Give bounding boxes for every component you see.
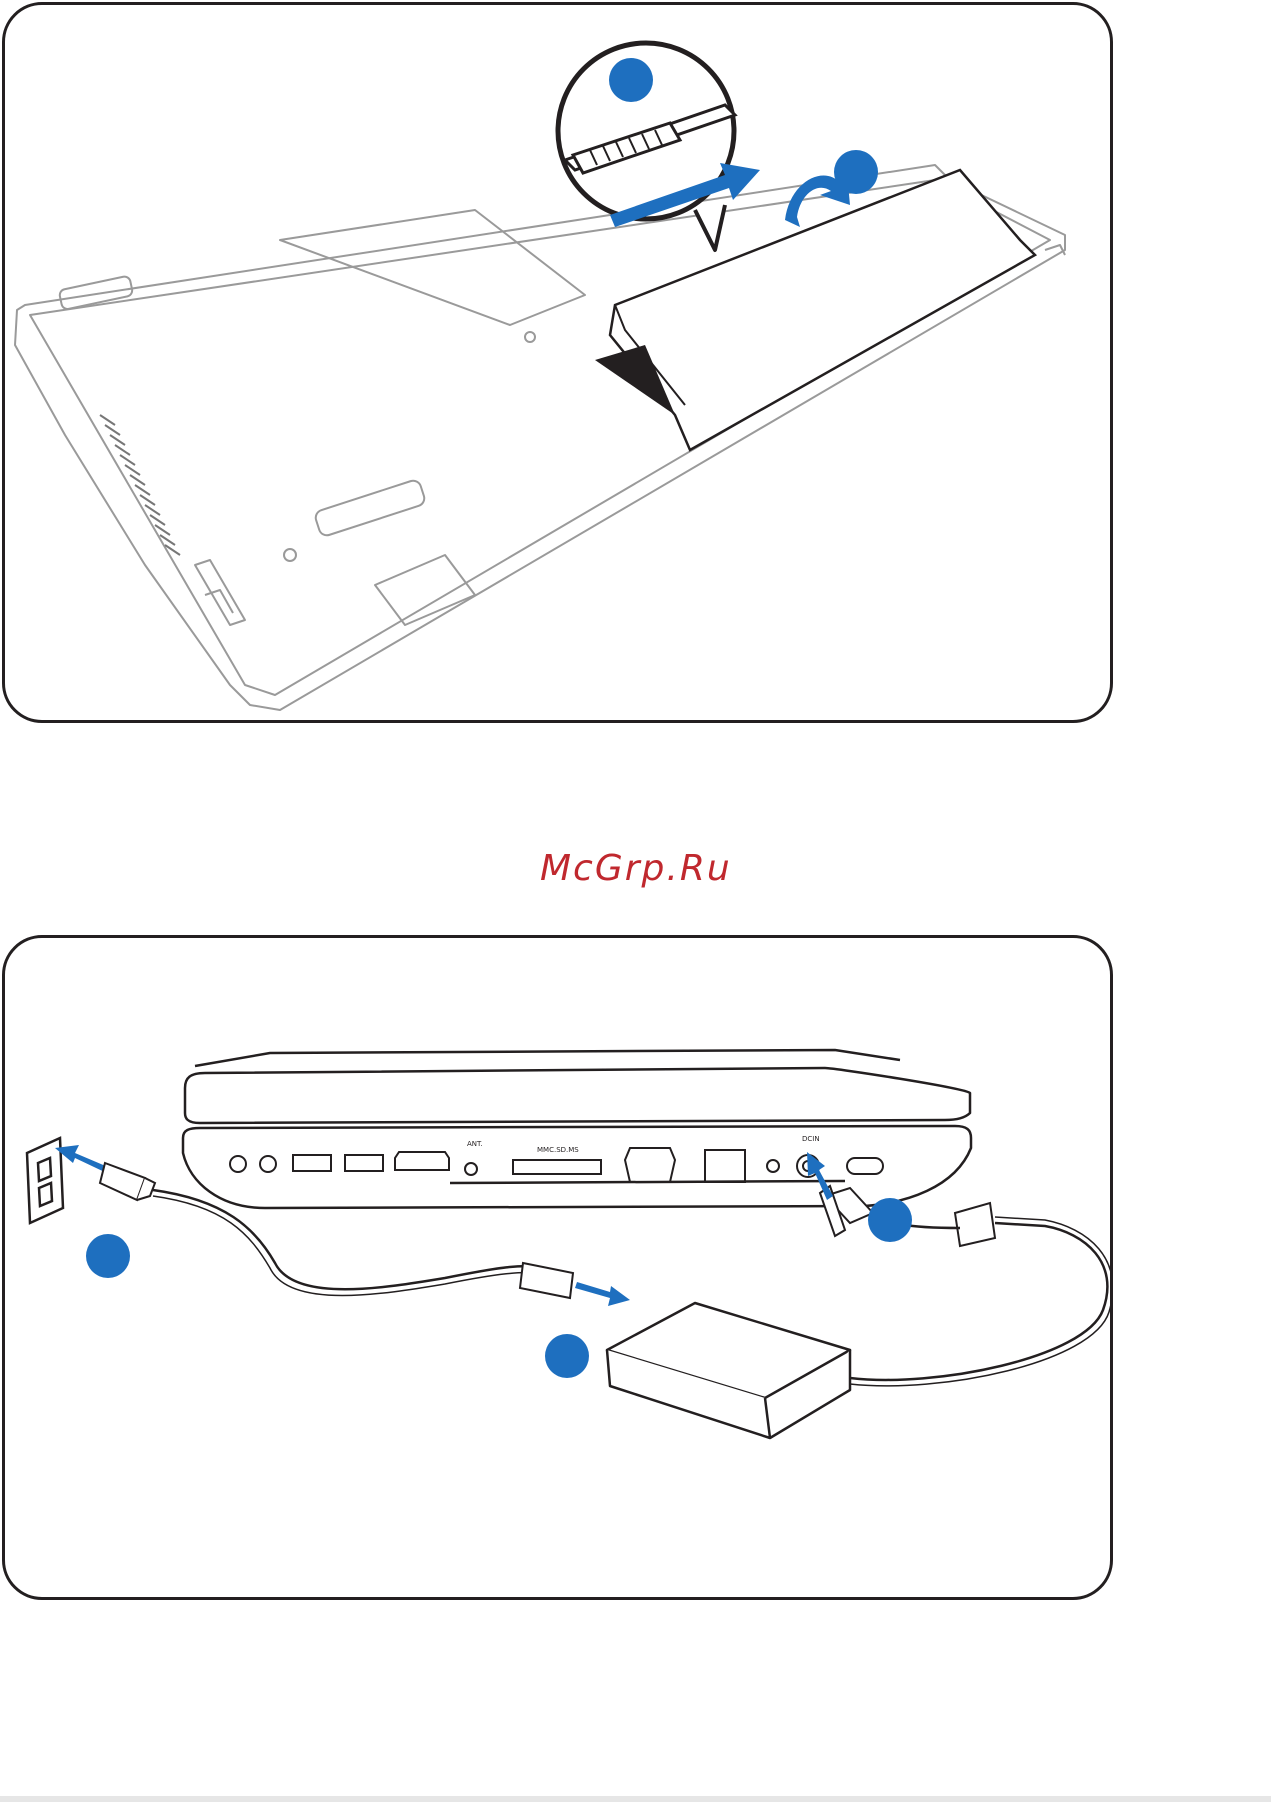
step-badge-1 <box>86 1234 130 1278</box>
page-bottom-strip <box>0 1796 1271 1802</box>
figure-power-connection: ANT. MMC.SD.MS DCIN <box>2 935 1113 1600</box>
battery-illustration <box>5 5 1110 720</box>
antenna-label: ANT. <box>467 1140 483 1148</box>
step-badge-3 <box>868 1198 912 1242</box>
adapter-arrow-icon <box>575 1282 630 1306</box>
wall-outlet-icon <box>27 1138 63 1223</box>
dc-in-label: DCIN <box>802 1135 820 1143</box>
adapter-plug <box>520 1263 573 1298</box>
laptop-lid <box>185 1068 970 1123</box>
power-illustration: ANT. MMC.SD.MS DCIN <box>5 938 1110 1597</box>
card-reader-label: MMC.SD.MS <box>537 1146 579 1154</box>
power-cord-dc <box>850 1223 1107 1380</box>
step-badge-2 <box>834 150 878 194</box>
ferrite-core <box>955 1203 995 1246</box>
adapter-icon <box>607 1303 850 1438</box>
step-badge-2 <box>545 1334 589 1378</box>
watermark: McGrp.Ru <box>540 848 732 889</box>
figure-battery-removal <box>2 2 1113 723</box>
wall-plug <box>100 1163 155 1200</box>
step-badge-1 <box>609 58 653 102</box>
